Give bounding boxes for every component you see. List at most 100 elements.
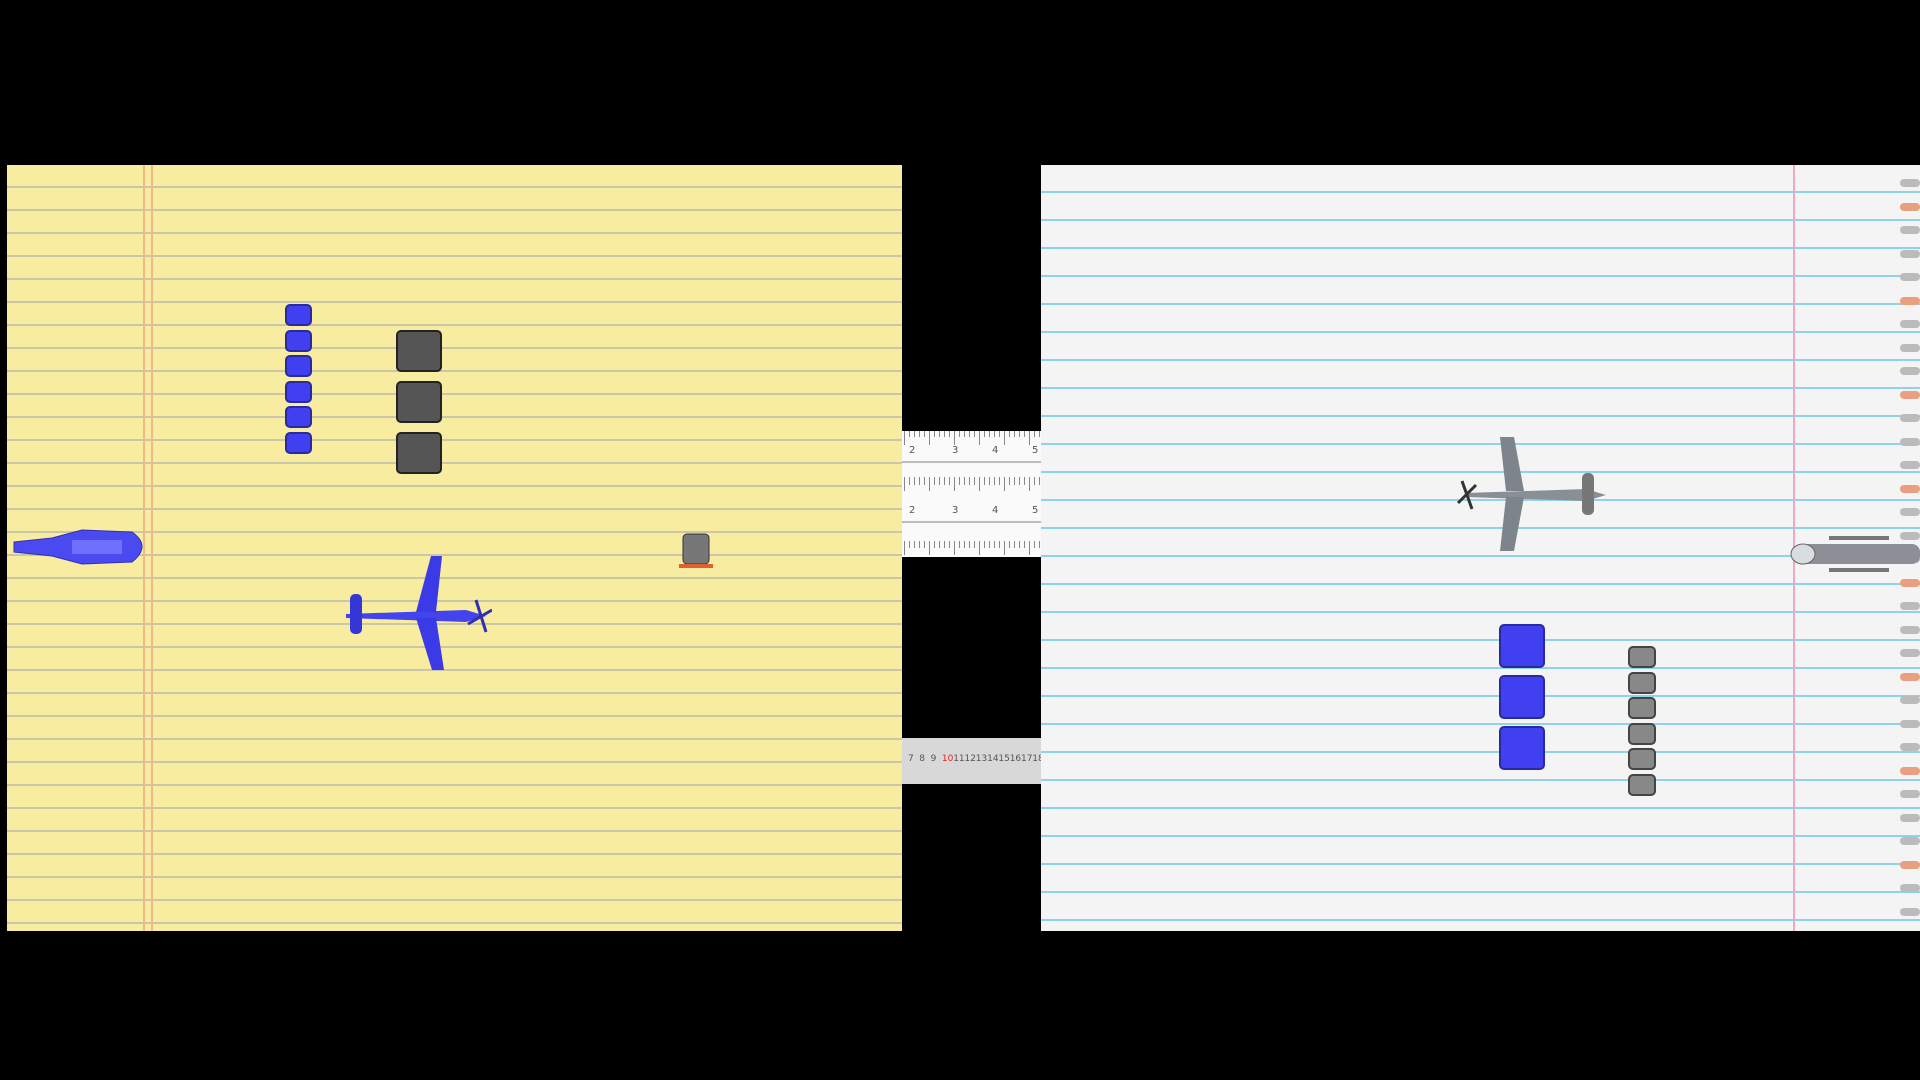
ruler-label: 2 xyxy=(909,505,916,516)
ruler-tick xyxy=(959,431,960,437)
ruler-tick xyxy=(1019,431,1020,437)
enemy-destroyer-segment xyxy=(1628,773,1656,796)
ruler-tick xyxy=(1029,541,1030,555)
spiral-ring xyxy=(1900,649,1920,657)
ruler-tick xyxy=(1004,541,1005,555)
ruler-tick xyxy=(969,541,970,548)
ruler-tick xyxy=(949,477,950,485)
spiral-ring xyxy=(1900,273,1920,281)
ruler-tick xyxy=(989,477,990,485)
ruler-tick xyxy=(984,431,985,437)
ruler-tick xyxy=(939,477,940,485)
blue-destroyer-segment xyxy=(285,380,312,403)
ruler-tick xyxy=(944,431,945,437)
spiral-ring xyxy=(1900,578,1920,587)
ruler-label: 10 xyxy=(941,754,954,764)
spiral-ring xyxy=(1900,508,1920,516)
spiral-ring xyxy=(1900,320,1920,328)
ruler-tick xyxy=(929,541,930,555)
ruler-tick xyxy=(999,431,1000,437)
ruler-tick xyxy=(994,431,995,437)
spiral-ring xyxy=(1900,484,1920,493)
blue-destroyer-segment xyxy=(285,304,312,326)
ruler-label: 11 xyxy=(953,754,965,764)
blue-destroyer-segment xyxy=(285,406,312,428)
ruler-tick xyxy=(904,431,905,445)
blue-destroyer-segment xyxy=(285,355,312,377)
spiral-ring xyxy=(1900,602,1920,610)
ruler-tick xyxy=(914,541,915,548)
blue-plane[interactable] xyxy=(336,552,492,674)
ruler-tick xyxy=(994,477,995,485)
ruler-tick xyxy=(964,477,965,485)
ruler-label: 4 xyxy=(992,445,999,456)
margin-line xyxy=(143,165,153,931)
enemy-board-white-paper[interactable] xyxy=(1041,165,1920,931)
ruler-tick xyxy=(939,431,940,437)
blue-destroyer-segment xyxy=(285,431,312,454)
ruler-label: 15 xyxy=(998,754,1010,764)
ruler-tick xyxy=(909,431,910,437)
blue-submarine[interactable] xyxy=(12,526,154,568)
spiral-ring xyxy=(1900,202,1920,211)
ruler-tick xyxy=(1009,477,1010,485)
blue-tank xyxy=(1499,675,1545,719)
spiral-ring xyxy=(1900,367,1920,375)
ruler-tick xyxy=(924,431,925,437)
gray-pen-missile[interactable] xyxy=(1789,536,1920,572)
enemy-destroyer-segment xyxy=(1628,671,1656,694)
spiral-ring xyxy=(1900,249,1920,258)
ruler-tick xyxy=(954,431,955,445)
ruler-tick xyxy=(1009,431,1010,437)
ruler-label: 7 xyxy=(908,754,914,764)
ruler-tick xyxy=(979,431,980,445)
ruler-tick xyxy=(974,431,975,437)
ruler-label: 8 xyxy=(919,754,926,764)
player-board-yellow-paper[interactable] xyxy=(7,165,902,931)
spiral-ring xyxy=(1900,813,1920,822)
ruler-tick xyxy=(954,477,955,491)
ruler-tick xyxy=(1004,477,1005,491)
ruler-label: 9 xyxy=(930,754,937,764)
ruler-tick xyxy=(944,477,945,485)
ruler-tick xyxy=(914,431,915,437)
blue-destroyer-segment xyxy=(285,329,312,352)
ruler-tick xyxy=(969,431,970,437)
ruler-tick xyxy=(919,431,920,437)
spiral-ring xyxy=(1900,343,1920,352)
spiral-ring xyxy=(1900,696,1920,704)
ruler-tick xyxy=(954,541,955,555)
spiral-ring xyxy=(1900,625,1920,634)
ruler-tick xyxy=(949,541,950,548)
ruler-tick xyxy=(1004,431,1005,445)
spiral-ring xyxy=(1900,719,1920,728)
enemy-destroyer-segment xyxy=(1628,748,1656,770)
enemy-tank xyxy=(396,330,442,372)
enemy-bunker[interactable] xyxy=(677,530,715,572)
ruler-label: 5 xyxy=(1032,505,1039,516)
spiral-ring xyxy=(1900,531,1920,540)
ruler-tick xyxy=(929,477,930,491)
ruler-tick xyxy=(1039,431,1040,437)
spiral-ring xyxy=(1900,226,1920,234)
ruler-tick xyxy=(929,431,930,445)
gray-plane[interactable] xyxy=(1456,433,1612,555)
ruler-label: 3 xyxy=(952,445,959,456)
ruler-tick xyxy=(969,477,970,485)
enemy-destroyer-segment xyxy=(1628,646,1656,668)
ruler-tick xyxy=(1039,541,1040,548)
blue-tank xyxy=(1499,726,1545,770)
ruler-label: 13 xyxy=(975,754,988,764)
spiral-ring xyxy=(1900,766,1920,775)
ruler-tick xyxy=(989,431,990,437)
ruler-label: 12 xyxy=(964,754,976,764)
ruler-label: 17 xyxy=(1021,754,1033,764)
ruler-tick xyxy=(1024,541,1025,548)
ruler-tick xyxy=(1029,431,1030,445)
spiral-ring xyxy=(1900,907,1920,916)
ruler-label: 4 xyxy=(992,505,999,516)
spiral-ring xyxy=(1900,837,1920,845)
ruler-tick xyxy=(1019,477,1020,485)
ruler-tick xyxy=(1019,541,1020,548)
